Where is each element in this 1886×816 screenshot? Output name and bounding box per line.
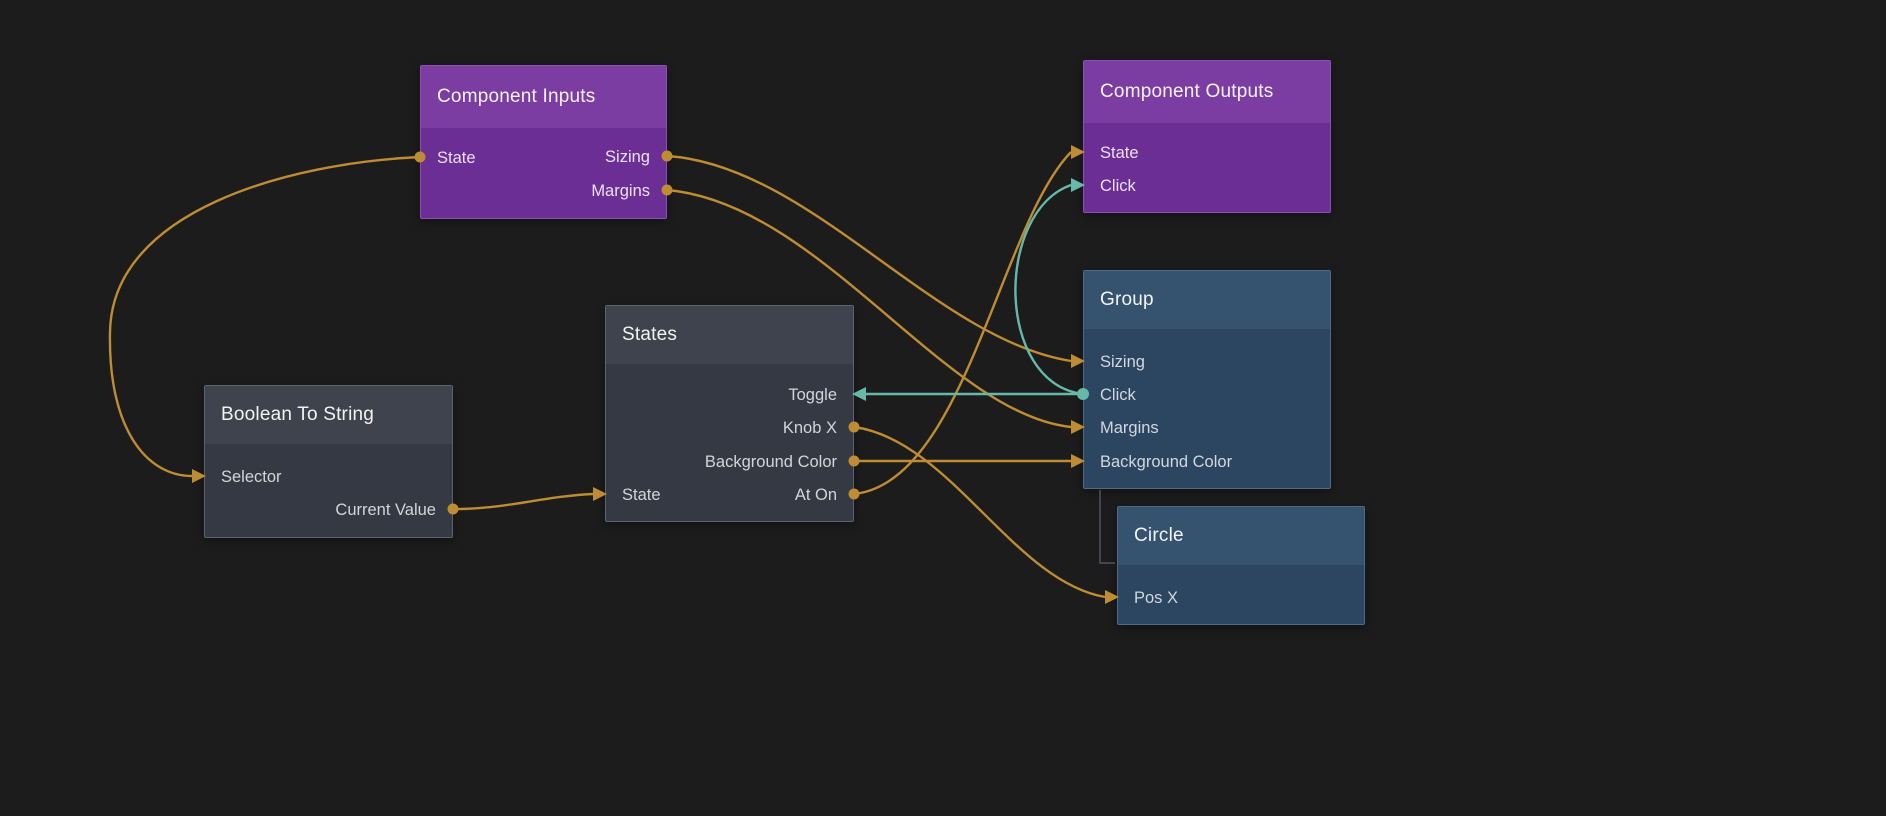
port-label: Sizing bbox=[605, 148, 650, 166]
arrowhead-states-toggle bbox=[852, 387, 866, 401]
port-sizing[interactable]: Sizing bbox=[1100, 351, 1145, 373]
port-background-color[interactable]: Background Color bbox=[705, 451, 837, 473]
port-current-value[interactable]: Current Value bbox=[335, 499, 436, 521]
node-header[interactable]: States bbox=[606, 306, 853, 364]
node-component-inputs[interactable]: Component Inputs State Sizing Margins bbox=[420, 65, 667, 219]
port-label: Knob X bbox=[782, 419, 837, 437]
port-label: Background Color bbox=[1100, 453, 1233, 471]
node-component-outputs[interactable]: Component Outputs State Click bbox=[1083, 60, 1331, 213]
port-click[interactable]: Click bbox=[1100, 175, 1136, 197]
wire-click-to-output-click[interactable] bbox=[1014, 183, 1084, 396]
port-label: Selector bbox=[221, 468, 282, 486]
port-label: Current Value bbox=[335, 501, 436, 519]
port-state[interactable]: State bbox=[622, 484, 661, 506]
node-header[interactable]: Group bbox=[1084, 271, 1330, 329]
node-header[interactable]: Circle bbox=[1118, 507, 1364, 565]
node-title: Component Inputs bbox=[437, 86, 596, 107]
port-selector[interactable]: Selector bbox=[221, 466, 282, 488]
port-state[interactable]: State bbox=[437, 147, 476, 169]
port-label: Background Color bbox=[704, 453, 837, 471]
wire-at-on-to-output-state[interactable] bbox=[853, 151, 1072, 496]
port-knob-x[interactable]: Knob X bbox=[783, 417, 837, 439]
hierarchy-line-group-circle bbox=[1099, 490, 1115, 564]
node-group[interactable]: Group Sizing Click Margins Background Co… bbox=[1083, 270, 1331, 489]
node-title: Circle bbox=[1134, 525, 1184, 546]
port-margins[interactable]: Margins bbox=[1100, 417, 1159, 439]
node-boolean-to-string[interactable]: Boolean To String Selector Current Value bbox=[204, 385, 453, 538]
node-title: Component Outputs bbox=[1100, 81, 1274, 102]
port-label: Pos X bbox=[1134, 589, 1179, 607]
port-click[interactable]: Click bbox=[1100, 384, 1136, 406]
node-title: Group bbox=[1100, 289, 1154, 310]
node-header[interactable]: Boolean To String bbox=[205, 386, 452, 444]
port-label: State bbox=[622, 486, 661, 504]
node-circle[interactable]: Circle Pos X bbox=[1117, 506, 1365, 625]
node-title: States bbox=[622, 324, 678, 345]
wire-knob-x-to-pos-x[interactable] bbox=[853, 425, 1106, 599]
node-states[interactable]: States Toggle Knob X Background Color At… bbox=[605, 305, 854, 522]
port-toggle[interactable]: Toggle bbox=[788, 384, 837, 406]
node-header[interactable]: Component Outputs bbox=[1084, 61, 1330, 123]
port-label: State bbox=[437, 149, 476, 167]
wire-current-value-to-state[interactable] bbox=[452, 492, 594, 511]
port-at-on[interactable]: At On bbox=[795, 484, 837, 506]
port-label: Click bbox=[1100, 177, 1136, 195]
node-header[interactable]: Component Inputs bbox=[421, 66, 666, 128]
node-title: Boolean To String bbox=[221, 404, 375, 425]
port-sizing[interactable]: Sizing bbox=[605, 146, 650, 168]
port-label: State bbox=[1100, 144, 1139, 162]
port-label: Sizing bbox=[1100, 353, 1145, 371]
port-label: Click bbox=[1100, 386, 1136, 404]
port-state[interactable]: State bbox=[1100, 142, 1139, 164]
port-background-color[interactable]: Background Color bbox=[1100, 451, 1232, 473]
port-label: Margins bbox=[591, 182, 650, 200]
port-margins[interactable]: Margins bbox=[591, 180, 650, 202]
port-label: Toggle bbox=[788, 386, 837, 404]
port-label: At On bbox=[794, 486, 837, 504]
port-label: Margins bbox=[1100, 419, 1159, 437]
port-pos-x[interactable]: Pos X bbox=[1134, 587, 1178, 609]
